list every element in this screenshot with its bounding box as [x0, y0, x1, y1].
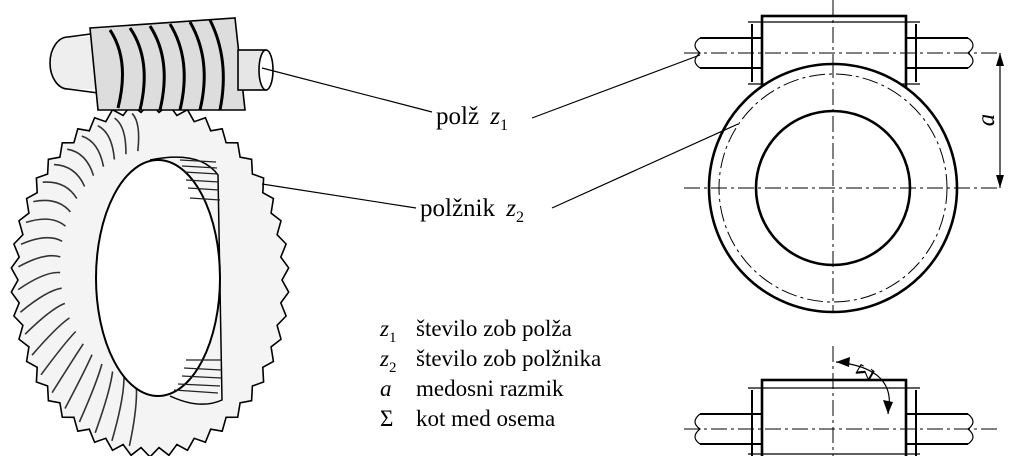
worm-gear-illustration: [10, 17, 290, 456]
wheel-tooth: [24, 302, 66, 335]
wheel-leader-line: [261, 183, 417, 209]
wheel-tooth: [19, 287, 62, 313]
wheel-tooth: [53, 163, 86, 187]
wheel-tooth: [114, 117, 127, 155]
wheel-label: polžnik z2: [420, 195, 524, 226]
wheel-tooth: [51, 343, 84, 394]
worm-wheel-teeth: [17, 112, 140, 447]
wheel-view-leader: [551, 123, 739, 209]
wheel-tooth: [42, 181, 78, 199]
bore-shading: [173, 159, 222, 394]
wheel-tooth: [40, 330, 77, 376]
wheel-tooth: [111, 377, 125, 442]
wheel-tooth: [18, 254, 61, 268]
wheel-tooth: [97, 124, 116, 160]
wheel-tooth: [17, 271, 61, 291]
worm-threads: [108, 19, 225, 111]
orthographic-view: [684, 0, 1004, 314]
dimension-label: a: [973, 114, 1000, 127]
shaft-angle-view: [684, 346, 1000, 456]
worm-wheel-bore-inner-wall: [149, 156, 223, 405]
wheel-tooth: [25, 218, 67, 227]
wheel-tooth: [78, 363, 103, 423]
wheel-tooth: [67, 148, 95, 176]
wheel-tooth: [64, 354, 93, 409]
wheel-tooth: [94, 371, 114, 434]
worm: [49, 17, 274, 111]
center-distance-dimension: [996, 53, 1004, 188]
wheel-tooth: [131, 112, 140, 152]
wheel-tooth: [81, 135, 105, 167]
wheel-tooth: [20, 236, 63, 246]
wheel-tooth: [31, 317, 70, 356]
shaft-angle-arc: [835, 357, 893, 415]
worm-view-leader: [531, 54, 701, 119]
worm-label: polž z1: [436, 103, 508, 134]
worm-leader-line: [261, 67, 433, 113]
wheel-tooth: [33, 199, 72, 213]
